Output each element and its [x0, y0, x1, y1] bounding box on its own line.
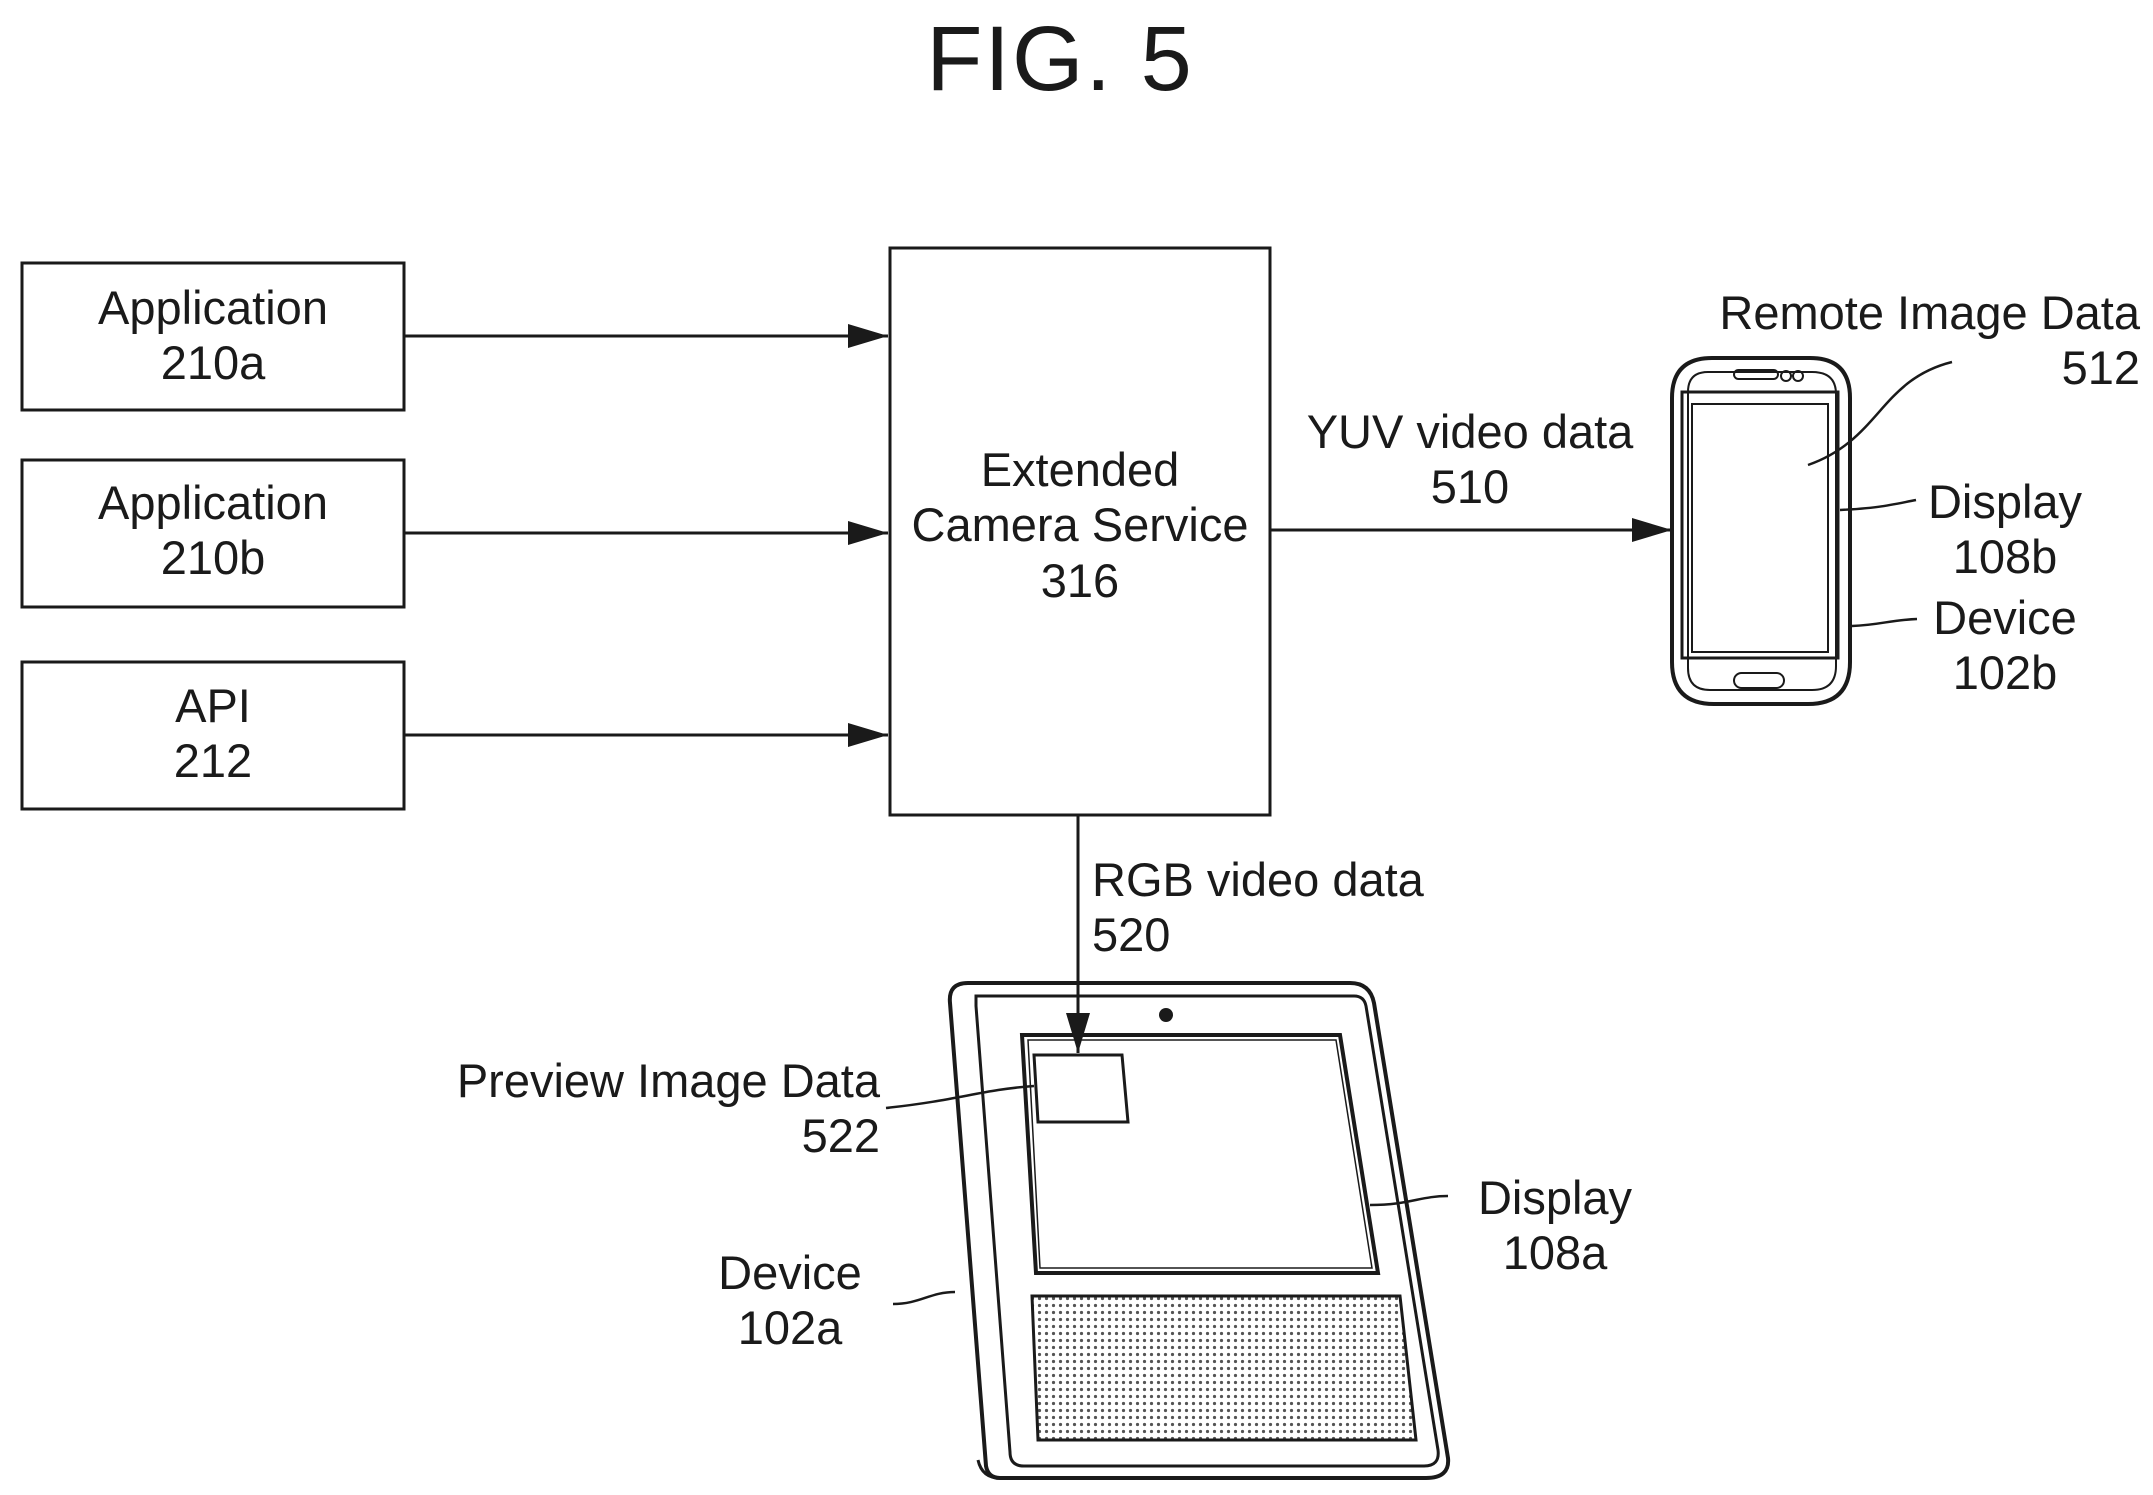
phone-device-102b-icon [1672, 358, 1850, 704]
yuv-video-data-label: YUV video data 510 [1290, 404, 1650, 515]
device-102a-ref: 102a [690, 1300, 890, 1355]
echo-camera-icon [1159, 1008, 1173, 1022]
yuv-ref: 510 [1290, 459, 1650, 514]
leader-device-102b [1852, 619, 1917, 626]
echo-display-108a [1022, 1035, 1378, 1273]
leader-preview-image-522 [886, 1086, 1034, 1108]
display-108a-text: Display [1455, 1170, 1655, 1225]
leader-display-108a [1370, 1196, 1448, 1205]
preview-image-522-rect [1034, 1055, 1128, 1122]
preview-image-text: Preview Image Data [420, 1053, 880, 1108]
figure-title: FIG. 5 [860, 5, 1260, 114]
service-line1: Extended [890, 442, 1270, 497]
leader-device-102a [893, 1292, 955, 1304]
remote-image-text: Remote Image Data [1680, 285, 2140, 340]
display-108b-label: Display 108b [1910, 474, 2100, 585]
device-102b-ref: 102b [1910, 645, 2100, 700]
application-210b-name: Application [22, 475, 404, 530]
rgb-video-data-label: RGB video data 520 [1092, 852, 1424, 963]
application-210b-ref: 210b [22, 530, 404, 585]
device-102a-text: Device [690, 1245, 890, 1300]
phone-display-108b [1682, 392, 1838, 658]
preview-image-data-label: Preview Image Data 522 [420, 1053, 880, 1164]
application-210b-label: Application 210b [22, 475, 404, 586]
remote-image-ref: 512 [1680, 340, 2140, 395]
application-210a-ref: 210a [22, 335, 404, 390]
remote-image-data-label: Remote Image Data 512 [1680, 285, 2140, 396]
device-102b-label: Device 102b [1910, 590, 2100, 701]
extended-camera-service-label: Extended Camera Service 316 [890, 442, 1270, 608]
display-108b-ref: 108b [1910, 529, 2100, 584]
application-210a-label: Application 210a [22, 280, 404, 391]
yuv-text: YUV video data [1290, 404, 1650, 459]
rgb-ref: 520 [1092, 907, 1424, 962]
display-108a-ref: 108a [1455, 1225, 1655, 1280]
api-212-name: API [22, 678, 404, 733]
api-212-label: API 212 [22, 678, 404, 789]
device-102a-label: Device 102a [690, 1245, 890, 1356]
display-108b-text: Display [1910, 474, 2100, 529]
device-102b-text: Device [1910, 590, 2100, 645]
echo-device-102a-icon [950, 983, 1448, 1478]
rgb-text: RGB video data [1092, 852, 1424, 907]
service-line2: Camera Service [890, 497, 1270, 552]
phone-home-button-icon [1734, 673, 1784, 688]
display-108a-label: Display 108a [1455, 1170, 1655, 1281]
api-212-ref: 212 [22, 733, 404, 788]
service-ref: 316 [890, 553, 1270, 608]
application-210a-name: Application [22, 280, 404, 335]
preview-image-ref: 522 [420, 1108, 880, 1163]
echo-speaker-grille [1032, 1296, 1416, 1440]
